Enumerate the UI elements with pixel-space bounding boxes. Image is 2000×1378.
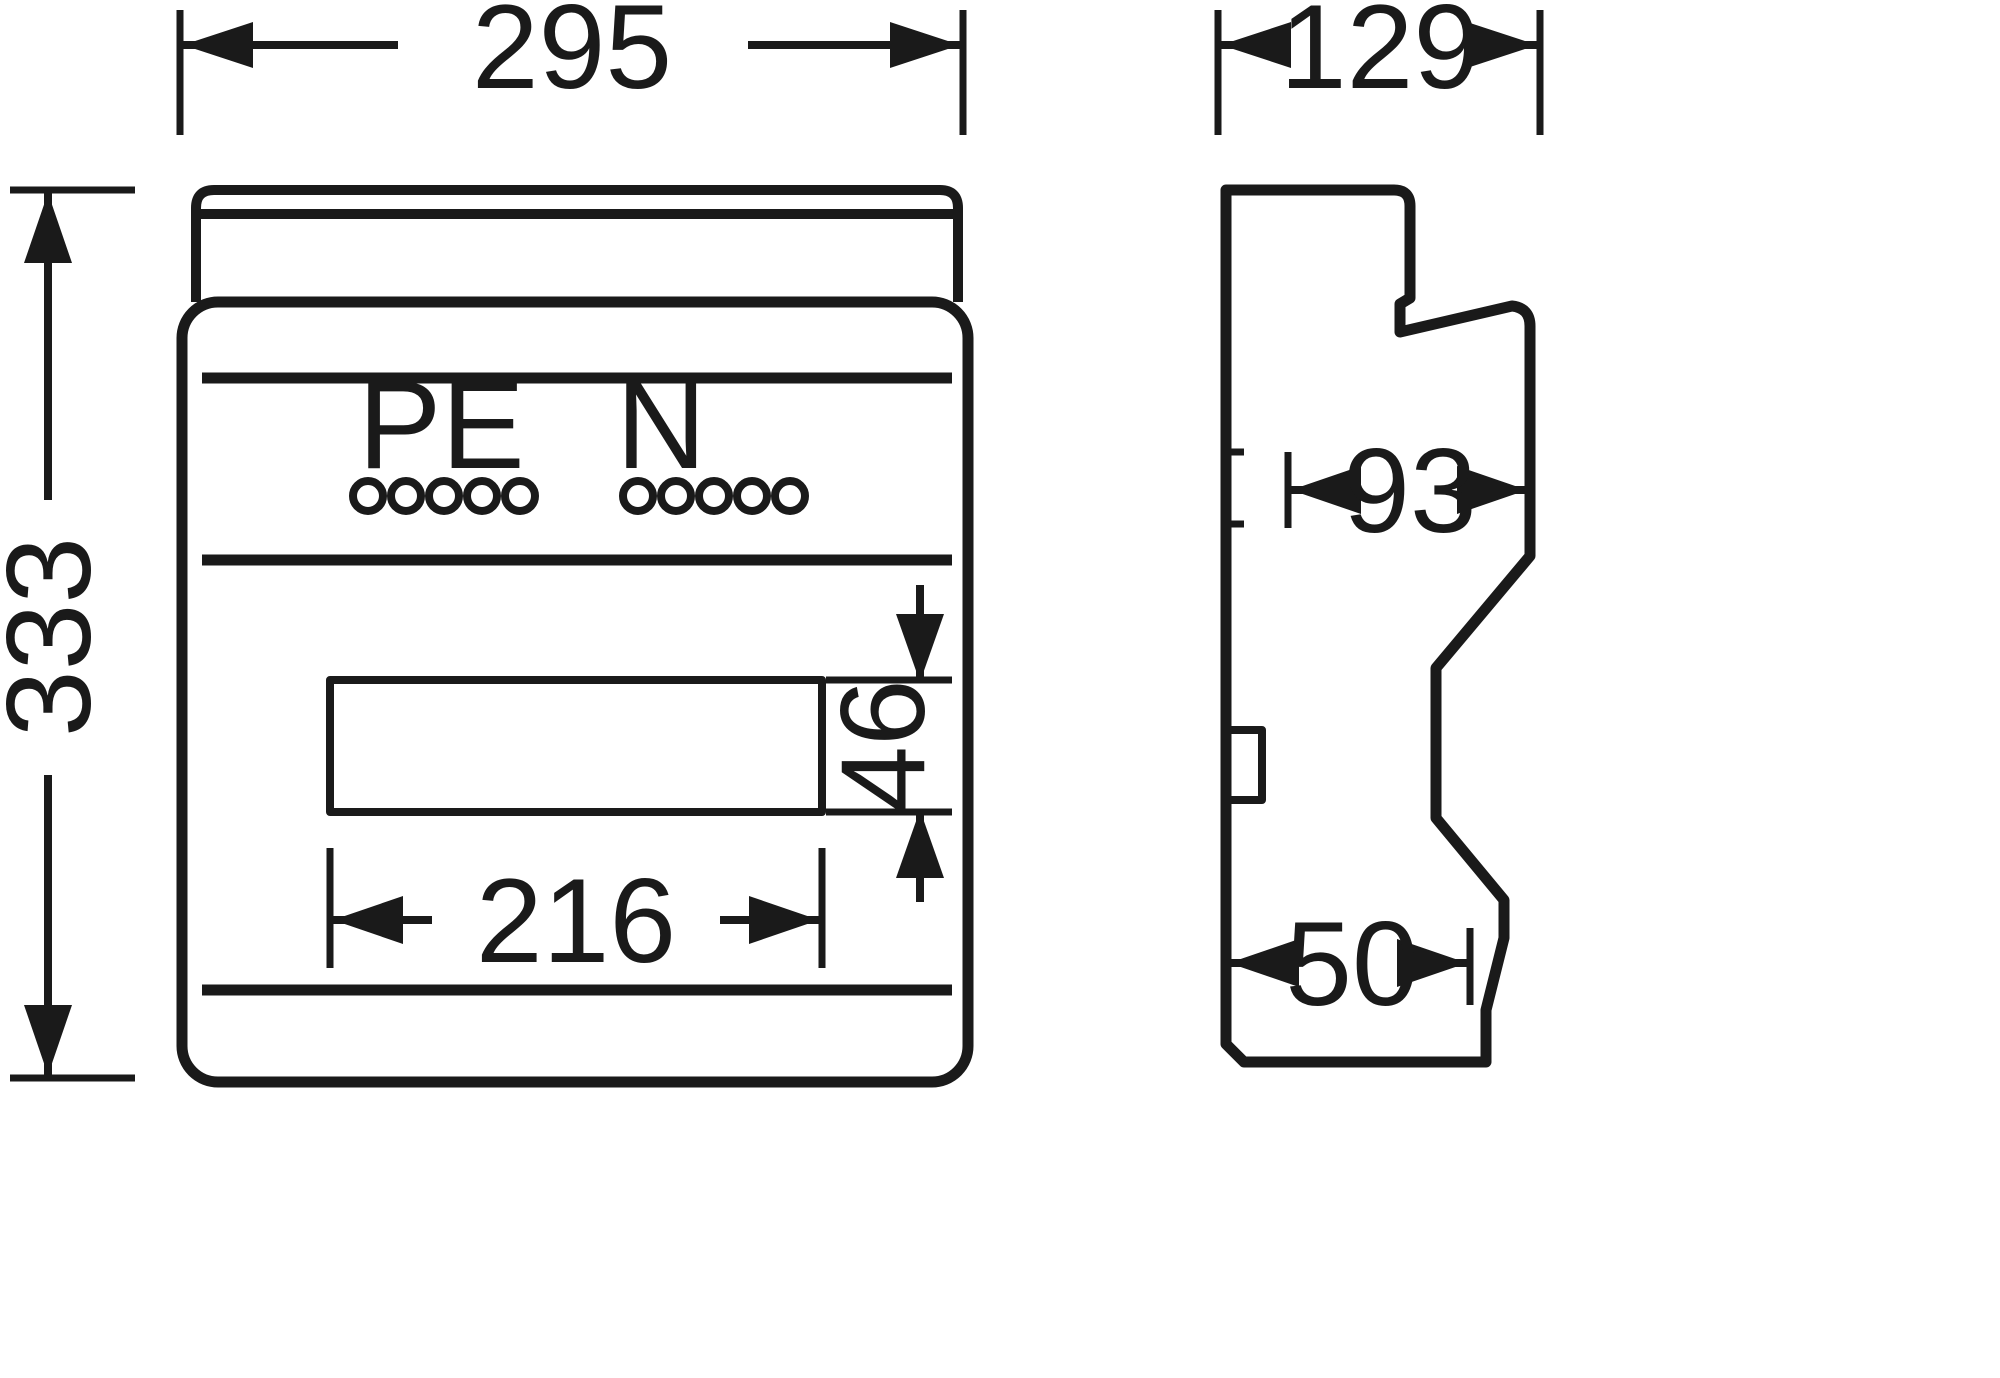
arrowhead-right-icon [890, 22, 960, 68]
terminal-hole [695, 477, 733, 515]
terminal-hole [619, 477, 657, 515]
arrowhead-left-icon [333, 896, 403, 944]
arrowhead-down-icon [24, 1005, 72, 1075]
arrowhead-right-icon [749, 896, 819, 944]
dim-body-depth: 93 [1284, 424, 1530, 558]
dim-cutout-height: 46 [816, 585, 952, 902]
terminal-hole [463, 477, 501, 515]
enclosure-front: PE N [176, 185, 974, 1088]
front-view: 295 333 PE N [0, 0, 974, 1088]
side-profile-outline [1220, 184, 1536, 1068]
dim-overall-width-label: 295 [472, 0, 672, 114]
n-terminal-holes [619, 477, 809, 515]
dim-cutout-width: 216 [326, 848, 826, 988]
dim-overall-height-label: 333 [0, 537, 116, 737]
enclosure-lid-outline [191, 185, 963, 302]
dim-cutout-height-label: 46 [816, 679, 950, 812]
arrowhead-left-icon [1221, 22, 1291, 68]
cutout-opening-outline [326, 676, 826, 816]
arrowhead-left-icon [1229, 939, 1299, 987]
enclosure-body-outline [176, 296, 974, 1088]
enclosure-side [1220, 184, 1536, 1068]
dim-base-depth: 50 [1226, 897, 1474, 1031]
arrowhead-left-icon [183, 22, 253, 68]
dim-cutout-width-label: 216 [476, 854, 676, 988]
arrowhead-up-icon [896, 810, 944, 878]
dim-overall-depth: 129 [1214, 0, 1544, 135]
terminal-hole [657, 477, 695, 515]
dim-base-depth-label: 50 [1285, 897, 1418, 1031]
terminal-hole [349, 477, 387, 515]
terminal-hole [425, 477, 463, 515]
arrowhead-right-icon [1397, 939, 1467, 987]
dim-overall-depth-label: 129 [1280, 0, 1480, 114]
side-view: 129 93 50 [1214, 0, 1544, 1068]
arrowhead-left-icon [1291, 466, 1361, 514]
arrowhead-down-icon [896, 614, 944, 682]
terminal-hole [771, 477, 809, 515]
pe-terminal-holes [349, 477, 539, 515]
n-terminal-label: N [616, 356, 706, 495]
terminal-hole [387, 477, 425, 515]
terminal-hole [501, 477, 539, 515]
dim-overall-height: 333 [0, 186, 135, 1082]
arrowhead-right-icon [1457, 466, 1527, 514]
arrowhead-up-icon [24, 193, 72, 263]
mounting-clip-detail [1226, 726, 1266, 804]
dim-body-depth-label: 93 [1343, 424, 1476, 558]
pe-terminal-label: PE [358, 356, 525, 495]
arrowhead-right-icon [1467, 22, 1537, 68]
dim-overall-width: 295 [176, 0, 967, 135]
terminal-hole [733, 477, 771, 515]
